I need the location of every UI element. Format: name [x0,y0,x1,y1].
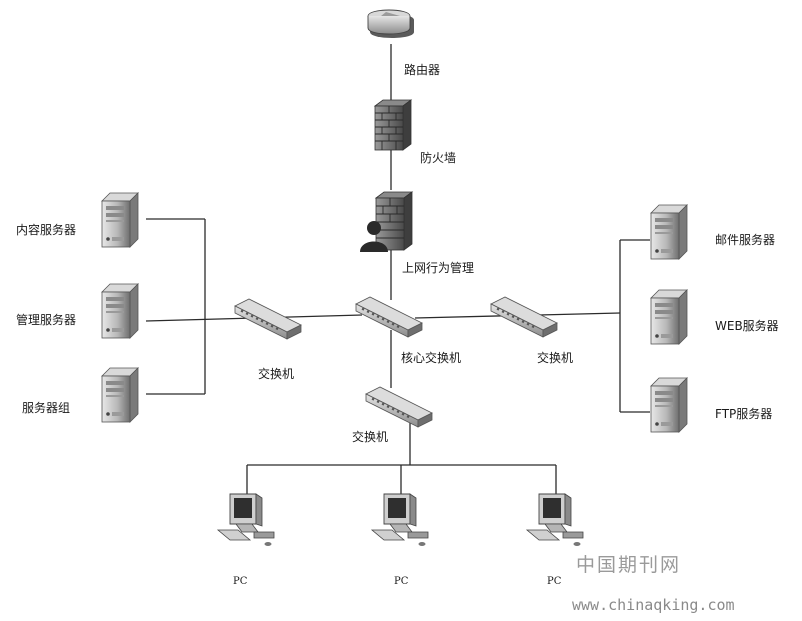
content-server-label: 内容服务器 [16,222,76,237]
pc-icon-1 [217,493,275,547]
right-switch-label: 交换机 [537,350,573,365]
pc-label-2: PC [394,576,409,587]
pc-label-3: PC [547,576,562,587]
mail-server-label: 邮件服务器 [715,232,775,247]
core-switch-icon [355,296,423,338]
left-switch-label: 交换机 [258,366,294,381]
user-firewall-icon [360,191,414,252]
bottom-switch-icon [365,386,433,428]
behavior-mgmt-label: 上网行为管理 [402,260,474,275]
watermark-chinese: 中国期刊网 [576,554,681,576]
ftp-server-label: FTP服务器 [715,406,772,421]
web-server-icon [650,289,688,345]
mgmt-server-icon [101,283,139,339]
server-group-icon [101,367,139,423]
firewall-icon [373,99,413,151]
pc-label-1: PC [233,576,248,587]
left-switch-icon [234,298,302,340]
pc-icon-2 [371,493,429,547]
bottom-switch-label: 交换机 [352,429,388,444]
mgmt-server-label: 管理服务器 [16,312,76,327]
watermark-url: www.chinaqking.com [572,596,735,614]
content-server-icon [101,192,139,248]
connection-lines [145,44,650,494]
router-label: 路由器 [404,62,440,77]
router-icon [367,9,414,38]
server-group-label: 服务器组 [22,400,70,415]
pc-icon-3 [526,493,584,547]
firewall-label: 防火墙 [420,150,456,165]
mail-server-icon [650,204,688,260]
right-switch-icon [490,296,558,338]
ftp-server-icon [650,377,688,433]
core-switch-label: 核心交换机 [401,350,461,365]
web-server-label: WEB服务器 [715,318,779,333]
